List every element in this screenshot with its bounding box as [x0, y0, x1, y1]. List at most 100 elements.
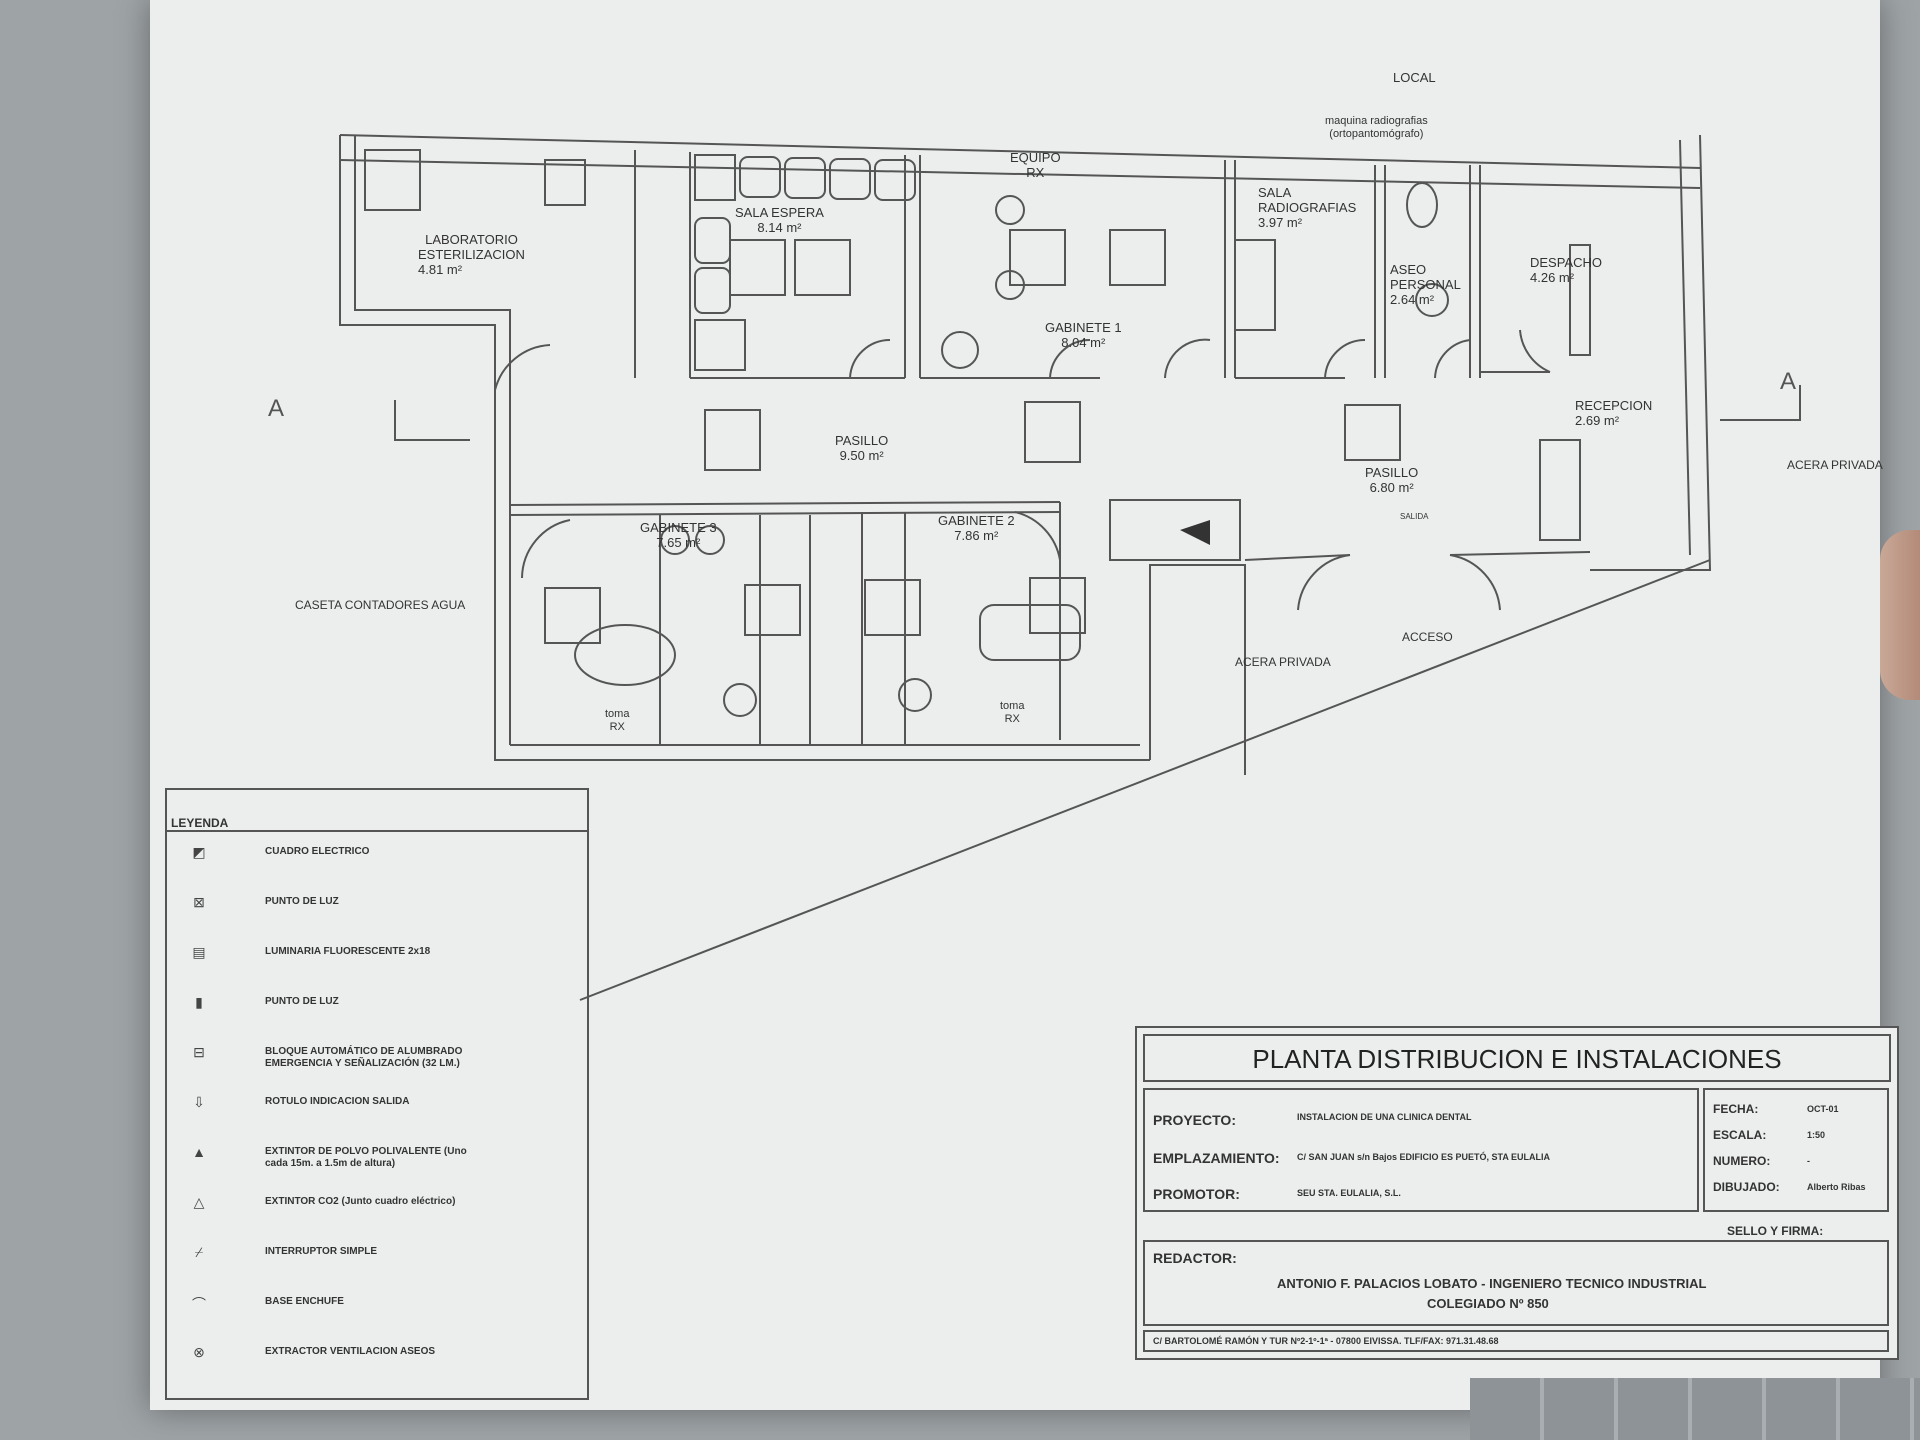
legend-item-label: PUNTO DE LUZ	[265, 996, 339, 1007]
label-pasillo1: PASILLO 9.50 m²	[835, 433, 888, 463]
legend-title: LEYENDA	[167, 790, 587, 832]
equipo-rx-name1: EQUIPO	[1010, 150, 1061, 165]
pasillo2-name: PASILLO	[1365, 465, 1419, 480]
dibujado-value: Alberto Ribas	[1807, 1182, 1866, 1192]
sello-label: SELLO Y FIRMA:	[1727, 1224, 1824, 1238]
label-gabinete2: GABINETE 2 7.86 m²	[938, 513, 1015, 543]
legend-item: ⊗ EXTRACTOR VENTILACION ASEOS	[167, 1342, 587, 1372]
gabinete1-name: GABINETE 1	[1045, 320, 1122, 335]
sala-espera-name: SALA ESPERA	[735, 205, 824, 220]
redactor-label: REDACTOR:	[1153, 1250, 1237, 1266]
drawing-sheet: LOCAL LABORATORIO ESTERILIZACION 4.81 m²…	[150, 0, 1899, 1410]
toma1-rx: RX	[609, 721, 625, 733]
address-value: C/ BARTOLOMÉ RAMÓN Y TUR Nº2-1º-1ª - 078…	[1153, 1336, 1499, 1346]
label-acceso: ACCESO	[1402, 630, 1453, 644]
section-mark-right: A	[1780, 368, 1797, 395]
pasillo2-area: 6.80 m²	[1369, 480, 1414, 495]
label-local: LOCAL	[1393, 70, 1436, 85]
legend-item: ⌿ INTERRUPTOR SIMPLE	[167, 1242, 587, 1272]
legend-item: ⊠ PUNTO DE LUZ	[167, 892, 587, 922]
aseo-name1: ASEO	[1390, 262, 1427, 277]
gabinete1-area: 8.04 m²	[1061, 335, 1106, 350]
legend-item-label: BASE ENCHUFE	[265, 1296, 344, 1307]
toma2: toma	[1000, 700, 1025, 712]
co2-extinguisher-icon: △	[193, 1194, 205, 1210]
wall-right	[1590, 134, 1712, 571]
electrical-panel-icon: ◩	[192, 844, 206, 860]
hand	[1880, 530, 1920, 700]
label-despacho: DESPACHO 4.26 m²	[1530, 255, 1602, 285]
dibujado-label: DIBUJADO:	[1713, 1180, 1780, 1194]
legend-item: △EXTINTOR CO2 (Junto cuadro eléctrico)	[167, 1192, 587, 1222]
address-box	[1143, 1330, 1889, 1352]
drawing-title: PLANTA DISTRIBUCION E INSTALACIONES	[1143, 1034, 1891, 1082]
pasillo1-name: PASILLO	[835, 433, 889, 448]
light-point-icon: ⊠	[193, 894, 205, 910]
lab-area: 4.81 m²	[418, 262, 463, 277]
lab-name1: LABORATORIO	[425, 232, 518, 247]
emplazamiento-label: EMPLAZAMIENTO:	[1153, 1150, 1280, 1166]
fluorescent-lamp-icon: ▤	[192, 944, 206, 960]
proyecto-label: PROYECTO:	[1153, 1112, 1236, 1128]
legend-item: ▮PUNTO DE LUZ	[167, 992, 587, 1022]
legend-item-label: PUNTO DE LUZ	[265, 896, 339, 907]
legend-item-label: EXTINTOR DE POLVO POLIVALENTE (Uno cada …	[265, 1146, 467, 1169]
label-pasillo2: PASILLO 6.80 m²	[1365, 465, 1418, 495]
label-aseo: ASEO PERSONAL 2.64 m²	[1390, 262, 1461, 307]
legend: LEYENDA ◩ CUADRO ELECTRICO ⊠ PUNTO DE LUZ ▤ L…	[165, 788, 589, 1400]
legend-item-label: INTERRUPTOR SIMPLE	[265, 1246, 378, 1257]
floor-plan	[339, 134, 1801, 1001]
aseo-name2: PERSONAL	[1390, 277, 1461, 292]
label-caseta: CASETA CONTADORES AGUA	[295, 598, 466, 612]
fecha-value: OCT-01	[1807, 1104, 1839, 1114]
equipo-rx-name2: RX	[1026, 165, 1045, 180]
pasillo1-area: 9.50 m²	[839, 448, 884, 463]
gabinete2-name: GABINETE 2	[938, 513, 1015, 528]
switch-icon: ⌿	[194, 1244, 204, 1260]
extractor-icon: ⊗	[193, 1344, 205, 1360]
proyecto-value: INSTALACION DE UNA CLINICA DENTAL	[1297, 1112, 1472, 1122]
despacho-name: DESPACHO	[1530, 255, 1602, 270]
redactor-box	[1143, 1240, 1889, 1326]
redactor-line1: ANTONIO F. PALACIOS LOBATO - INGENIERO T…	[1277, 1276, 1707, 1291]
note-maquina: maquina radiografias (ortopantomógrafo)	[1325, 115, 1428, 141]
escala-value: 1:50	[1807, 1130, 1826, 1140]
legend-item: ◩ CUADRO ELECTRICO	[167, 842, 587, 872]
toma1: toma	[605, 708, 630, 720]
label-gabinete1: GABINETE 1 8.04 m²	[1045, 320, 1122, 350]
legend-item: ▲EXTINTOR DE POLVO POLIVALENTE (Uno cada…	[167, 1142, 587, 1172]
radiografias-area: 3.97 m²	[1258, 215, 1303, 230]
label-equipo-rx: EQUIPO RX	[1010, 150, 1061, 180]
project-box	[1143, 1088, 1699, 1212]
property-line	[579, 559, 1711, 1001]
recepcion-area: 2.69 m²	[1575, 413, 1620, 428]
radiografias-name1: SALA	[1258, 185, 1292, 200]
legend-item: ⊟BLOQUE AUTOMÁTICO DE ALUMBRADO EMERGENC…	[167, 1042, 587, 1072]
maquina-line1: maquina radiografias	[1325, 115, 1428, 127]
socket-icon: ⌒	[192, 1296, 206, 1312]
label-sala-radiografias: SALA RADIOGRAFIAS 3.97 m²	[1258, 185, 1356, 230]
legend-item-label: EXTRACTOR VENTILACION ASEOS	[265, 1346, 436, 1357]
maquina-line2: (ortopantomógrafo)	[1329, 128, 1424, 140]
toma2-rx: RX	[1004, 713, 1020, 725]
emergency-light-icon: ⊟	[193, 1044, 205, 1060]
note-toma-rx-1: toma RX	[605, 708, 629, 734]
wall-top-line	[339, 134, 1701, 169]
legend-item-label: LUMINARIA FLUORESCENTE 2x18	[265, 946, 431, 957]
note-toma-rx-2: toma RX	[1000, 700, 1024, 726]
sala-espera-area: 8.14 m²	[757, 220, 802, 235]
recepcion-name: RECEPCION	[1575, 398, 1653, 413]
emplazamiento-value: C/ SAN JUAN s/n Bajos EDIFICIO ES PUETÓ,…	[1297, 1152, 1551, 1162]
background-floor	[1470, 1378, 1920, 1440]
lab-name2: ESTERILIZACION	[418, 247, 525, 262]
legend-item: ▤ LUMINARIA FLUORESCENTE 2x18	[167, 942, 587, 972]
label-salida: SALIDA	[1400, 512, 1429, 521]
label-acera-bottom: ACERA PRIVADA	[1235, 655, 1331, 669]
legend-item-label: ROTULO INDICACION SALIDA	[265, 1096, 410, 1107]
redactor-line2: COLEGIADO Nº 850	[1427, 1296, 1549, 1311]
label-acera-right: ACERA PRIVADA	[1787, 458, 1883, 472]
legend-item-label: CUADRO ELECTRICO	[265, 846, 370, 857]
numero-label: NUMERO:	[1713, 1154, 1771, 1168]
wall-lab-inner	[354, 135, 511, 745]
fecha-label: FECHA:	[1713, 1102, 1759, 1116]
